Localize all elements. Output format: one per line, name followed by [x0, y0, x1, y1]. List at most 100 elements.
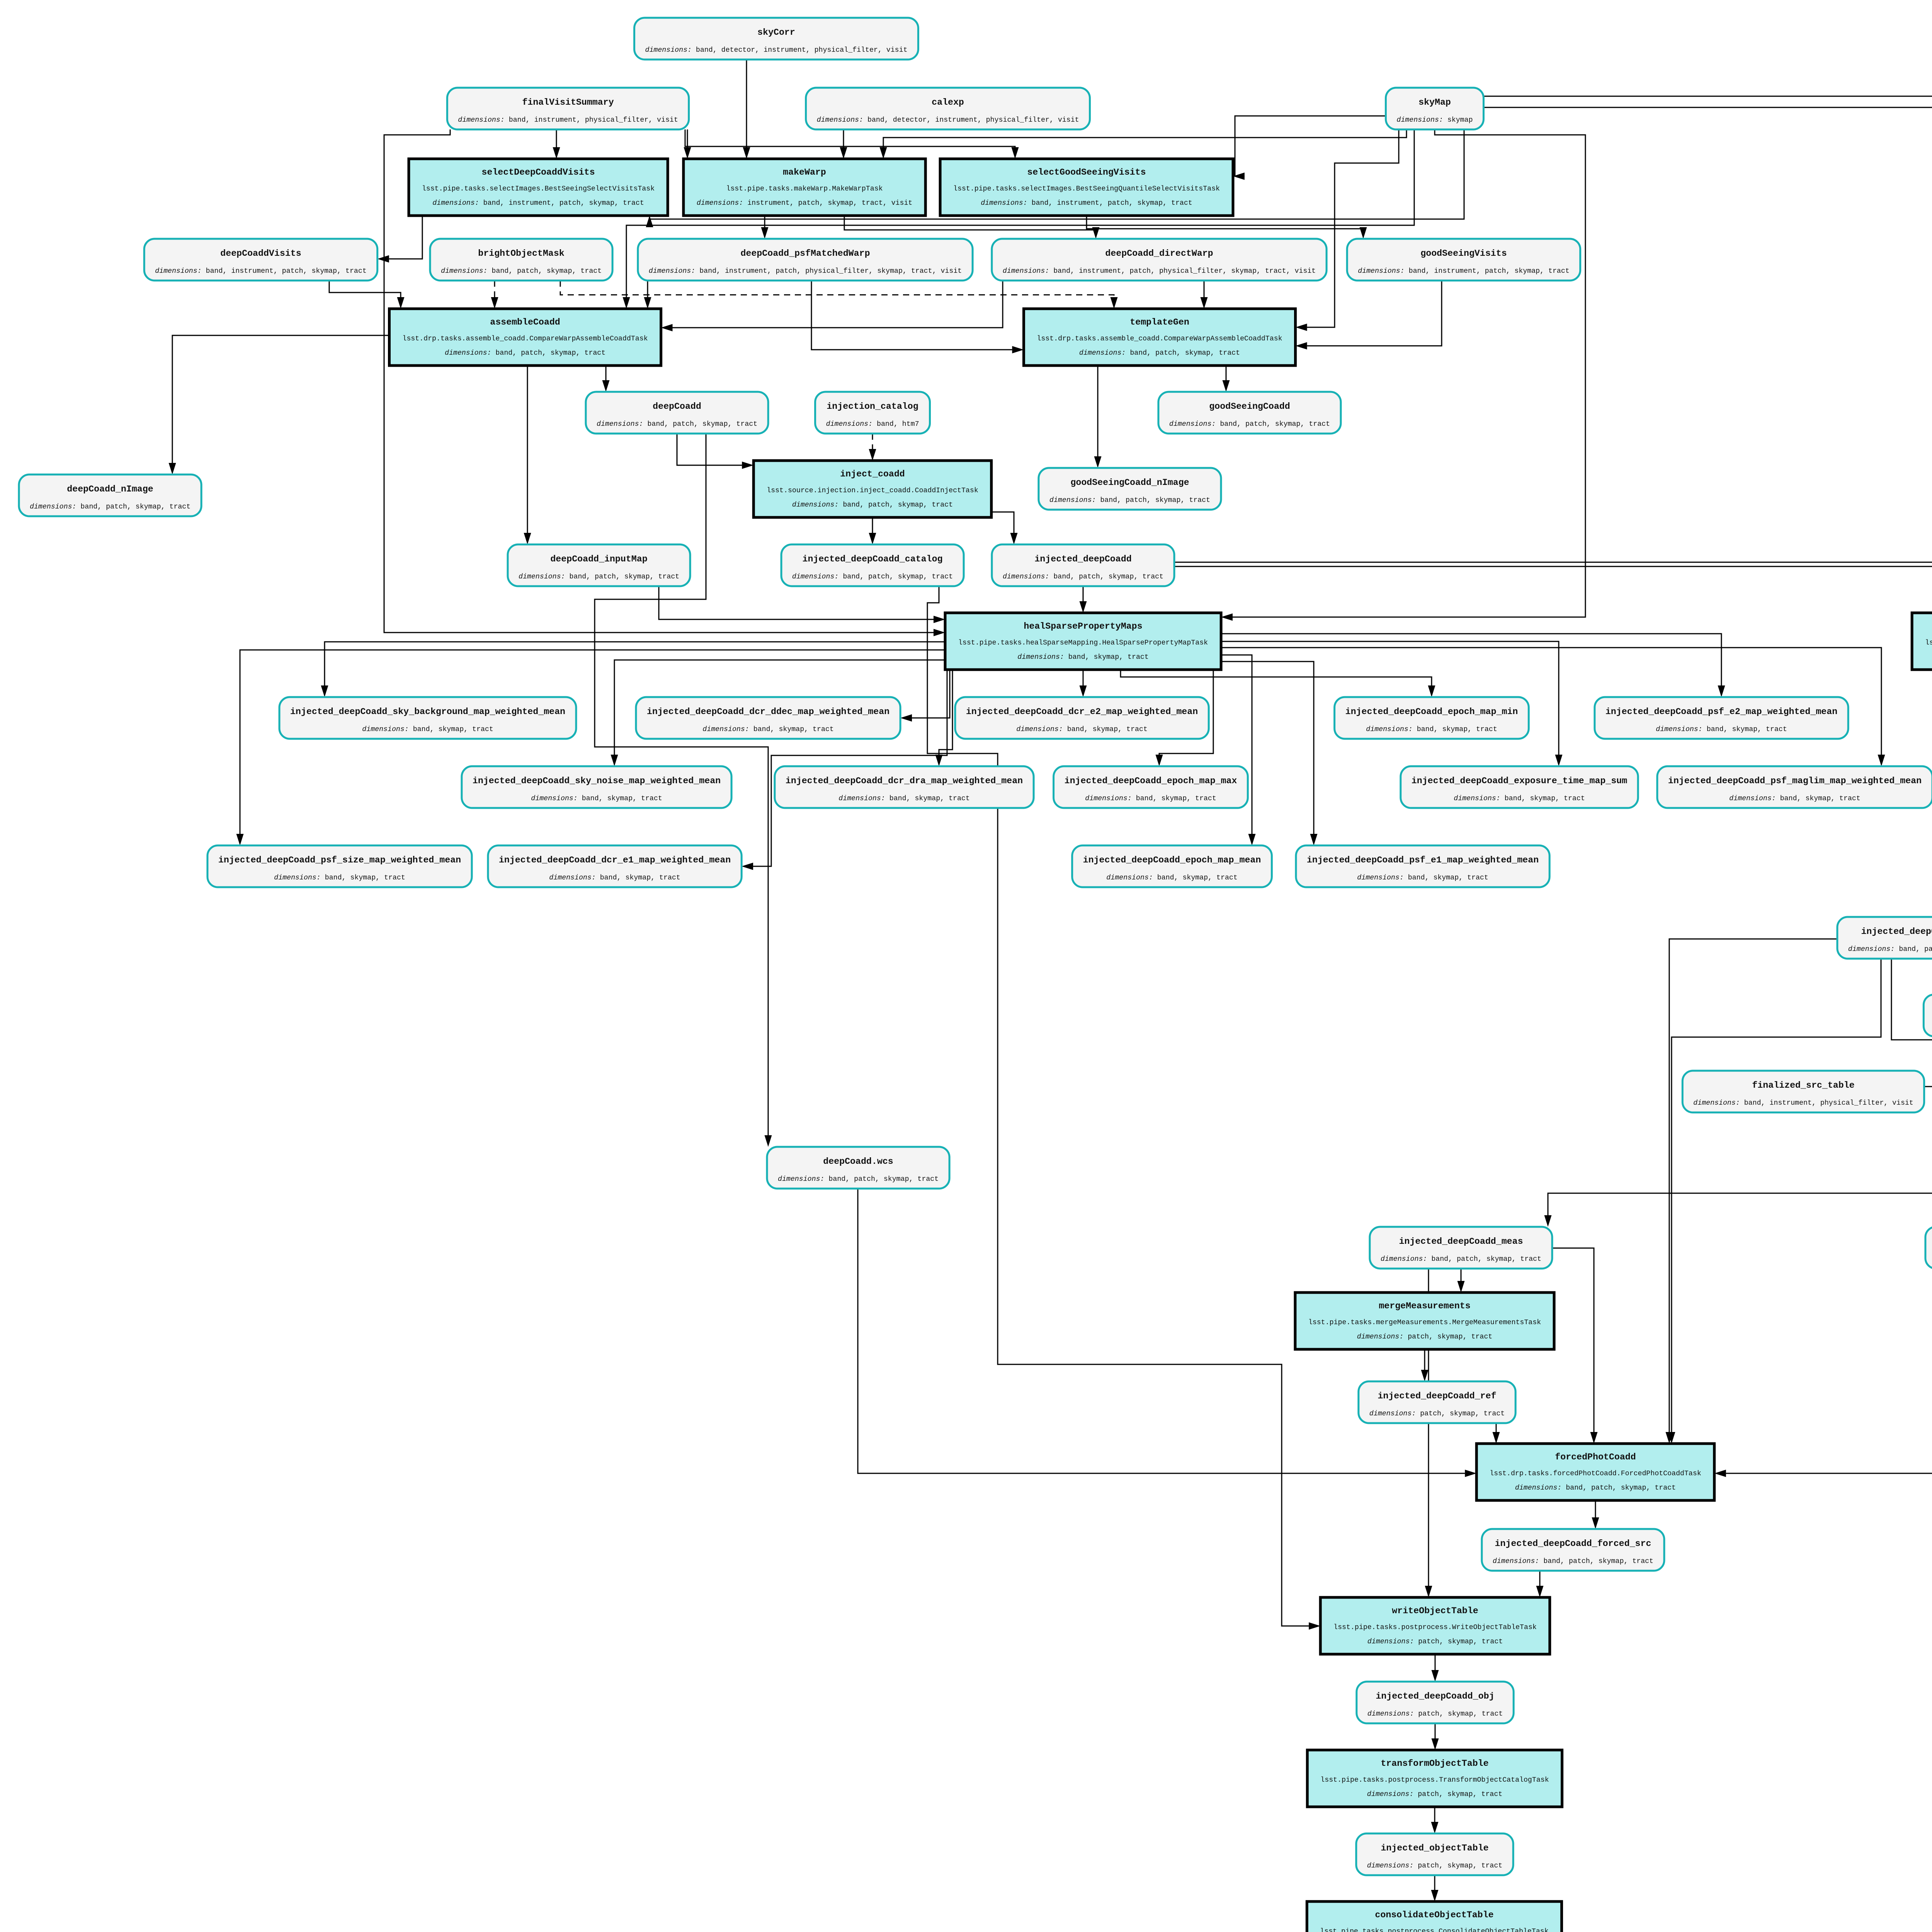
svg-text:lsst.pipe.tasks.healSparseMapp: lsst.pipe.tasks.healSparseMapping.HealSp… [958, 639, 1208, 647]
svg-text:deepCoadd_nImage: deepCoadd_nImage [67, 484, 153, 494]
svg-text:finalVisitSummary: finalVisitSummary [522, 97, 614, 107]
svg-text:assembleCoadd: assembleCoadd [490, 317, 560, 327]
svg-text:lsst.pipe.tasks.mergeMeasureme: lsst.pipe.tasks.mergeMeasurements.MergeM… [1308, 1319, 1541, 1327]
svg-text:lsst.pipe.tasks.postprocess.Co: lsst.pipe.tasks.postprocess.ConsolidateO… [1320, 1928, 1548, 1932]
svg-text:injected_deepCoadd_calexp: injected_deepCoadd_calexp [1861, 927, 1932, 937]
svg-text:consolidateObjectTable: consolidateObjectTable [1375, 1910, 1493, 1920]
svg-text:dimensions: band, skymap, trac: dimensions: band, skymap, tract [531, 795, 662, 803]
svg-text:injected_deepCoadd_dcr_e1_map_: injected_deepCoadd_dcr_e1_map_weighted_m… [499, 855, 731, 865]
svg-text:injected_deepCoadd_psf_e1_map_: injected_deepCoadd_psf_e1_map_weighted_m… [1307, 855, 1539, 865]
svg-text:lsst.pipe.tasks.multiBand.Dete: lsst.pipe.tasks.multiBand.DetectCoaddSou… [1925, 639, 1932, 647]
svg-text:injected_deepCoadd_meas: injected_deepCoadd_meas [1399, 1236, 1523, 1247]
svg-text:dimensions: band, patch, skyma: dimensions: band, patch, skymap, tract [30, 503, 190, 511]
svg-text:dimensions: patch, skymap, tra: dimensions: patch, skymap, tract [1369, 1410, 1505, 1418]
svg-text:injected_deepCoadd_dcr_e2_map_: injected_deepCoadd_dcr_e2_map_weighted_m… [966, 707, 1198, 717]
svg-text:dimensions: band, patch, skyma: dimensions: band, patch, skymap, tract [441, 267, 602, 275]
svg-text:dimensions: band, patch, skyma: dimensions: band, patch, skymap, tract [1049, 497, 1210, 504]
svg-text:inject_coadd: inject_coadd [840, 469, 905, 479]
svg-text:dimensions: patch, skymap, tra: dimensions: patch, skymap, tract [1367, 1862, 1502, 1870]
svg-text:selectDeepCoaddVisits: selectDeepCoaddVisits [481, 167, 595, 177]
svg-text:goodSeeingCoadd_nImage: goodSeeingCoadd_nImage [1070, 478, 1189, 488]
svg-text:dimensions: band, patch, skyma: dimensions: band, patch, skymap, tract [1003, 573, 1163, 581]
svg-text:dimensions: band, skymap, trac: dimensions: band, skymap, tract [1085, 795, 1216, 803]
svg-text:lsst.pipe.tasks.makeWarp.MakeW: lsst.pipe.tasks.makeWarp.MakeWarpTask [726, 185, 883, 193]
svg-text:dimensions: band, patch, skyma: dimensions: band, patch, skymap, tract [1515, 1484, 1676, 1492]
svg-text:dimensions: band, skymap, trac: dimensions: band, skymap, tract [702, 726, 834, 733]
svg-text:dimensions: band, skymap, trac: dimensions: band, skymap, tract [1454, 795, 1585, 803]
svg-text:dimensions: band, patch, skyma: dimensions: band, patch, skymap, tract [1381, 1255, 1541, 1263]
svg-text:finalized_src_table: finalized_src_table [1752, 1080, 1854, 1090]
svg-text:dimensions: band, patch, skyma: dimensions: band, patch, skymap, tract [1169, 420, 1330, 428]
svg-text:healSparsePropertyMaps: healSparsePropertyMaps [1024, 621, 1142, 631]
svg-text:skyCorr: skyCorr [757, 27, 795, 37]
svg-text:lsst.source.injection.inject_c: lsst.source.injection.inject_coadd.Coadd… [767, 487, 978, 495]
svg-text:lsst.drp.tasks.forcedPhotCoadd: lsst.drp.tasks.forcedPhotCoadd.ForcedPho… [1490, 1470, 1701, 1478]
svg-text:deepCoaddVisits: deepCoaddVisits [220, 248, 301, 259]
svg-text:lsst.drp.tasks.assemble_coadd.: lsst.drp.tasks.assemble_coadd.CompareWar… [1037, 335, 1282, 343]
svg-text:goodSeeingVisits: goodSeeingVisits [1420, 248, 1507, 259]
svg-text:lsst.pipe.tasks.selectImages.B: lsst.pipe.tasks.selectImages.BestSeeingQ… [953, 185, 1220, 193]
svg-text:goodSeeingCoadd: goodSeeingCoadd [1209, 401, 1290, 412]
svg-text:dimensions: band, detector, in: dimensions: band, detector, instrument, … [817, 116, 1079, 124]
svg-text:dimensions: band, patch, skyma: dimensions: band, patch, skymap, tract [597, 420, 757, 428]
svg-text:dimensions: band, skymap, trac: dimensions: band, skymap, tract [1017, 653, 1149, 661]
svg-text:deepCoadd_directWarp: deepCoadd_directWarp [1105, 248, 1213, 259]
svg-text:dimensions: band, htm7: dimensions: band, htm7 [826, 420, 919, 428]
svg-text:injected_deepCoadd_epoch_map_m: injected_deepCoadd_epoch_map_max [1065, 776, 1237, 786]
svg-text:dimensions: patch, skymap, tra: dimensions: patch, skymap, tract [1367, 1710, 1503, 1718]
svg-text:injected_deepCoadd_forced_src: injected_deepCoadd_forced_src [1495, 1539, 1651, 1549]
svg-text:injected_deepCoadd_epoch_map_m: injected_deepCoadd_epoch_map_min [1345, 707, 1518, 717]
svg-text:writeObjectTable: writeObjectTable [1392, 1606, 1478, 1616]
svg-text:dimensions: patch, skymap, tra: dimensions: patch, skymap, tract [1357, 1333, 1492, 1341]
svg-text:injected_objectTable: injected_objectTable [1381, 1843, 1488, 1853]
svg-text:injected_deepCoadd_dcr_ddec_ma: injected_deepCoadd_dcr_ddec_map_weighted… [647, 707, 889, 717]
svg-text:dimensions: band, instrument,: dimensions: band, instrument, physical_f… [1693, 1099, 1913, 1107]
svg-text:dimensions: band, skymap, trac: dimensions: band, skymap, tract [274, 874, 405, 882]
svg-text:dimensions: band, instrument,: dimensions: band, instrument, patch, sky… [155, 267, 367, 275]
svg-text:calexp: calexp [932, 97, 964, 107]
svg-text:dimensions: band, instrument,: dimensions: band, instrument, patch, sky… [1358, 267, 1570, 275]
svg-text:selectGoodSeeingVisits: selectGoodSeeingVisits [1027, 167, 1146, 177]
svg-text:lsst.pipe.tasks.selectImages.B: lsst.pipe.tasks.selectImages.BestSeeingS… [422, 185, 655, 193]
svg-text:dimensions: band, instrument,: dimensions: band, instrument, patch, sky… [981, 199, 1192, 207]
svg-text:lsst.pipe.tasks.postprocess.Tr: lsst.pipe.tasks.postprocess.TransformObj… [1320, 1776, 1549, 1784]
svg-text:dimensions: band, instrument,: dimensions: band, instrument, patch, phy… [1003, 267, 1316, 275]
svg-text:deepCoadd_psfMatchedWarp: deepCoadd_psfMatchedWarp [740, 248, 870, 259]
svg-text:dimensions: skymap: dimensions: skymap [1396, 116, 1473, 124]
svg-text:deepCoadd: deepCoadd [653, 401, 701, 412]
svg-text:lsst.drp.tasks.assemble_coadd.: lsst.drp.tasks.assemble_coadd.CompareWar… [402, 335, 648, 343]
svg-text:dimensions: patch, skymap, tra: dimensions: patch, skymap, tract [1367, 1791, 1502, 1798]
svg-text:injected_deepCoadd_sky_noise_m: injected_deepCoadd_sky_noise_map_weighte… [473, 776, 721, 786]
svg-text:dimensions: band, skymap, trac: dimensions: band, skymap, tract [1729, 795, 1861, 803]
svg-text:dimensions: patch, skymap, tra: dimensions: patch, skymap, tract [1367, 1638, 1503, 1646]
svg-text:dimensions: band, detector, in: dimensions: band, detector, instrument, … [645, 46, 908, 54]
svg-text:dimensions: band, skymap, trac: dimensions: band, skymap, tract [1656, 726, 1787, 733]
svg-text:dimensions: band, instrument,: dimensions: band, instrument, patch, phy… [649, 267, 962, 275]
svg-text:dimensions: band, skymap, trac: dimensions: band, skymap, tract [1366, 726, 1497, 733]
svg-text:dimensions: band, patch, skyma: dimensions: band, patch, skymap, tract [1848, 946, 1932, 953]
svg-text:injected_deepCoadd_ref: injected_deepCoadd_ref [1378, 1391, 1496, 1401]
svg-text:injected_deepCoadd_catalog: injected_deepCoadd_catalog [802, 554, 942, 564]
svg-text:brightObjectMask: brightObjectMask [478, 248, 564, 259]
svg-text:dimensions: band, patch, skyma: dimensions: band, patch, skymap, tract [1493, 1558, 1653, 1565]
svg-text:deepCoadd.wcs: deepCoadd.wcs [823, 1156, 893, 1167]
svg-text:deepCoadd_inputMap: deepCoadd_inputMap [550, 554, 647, 564]
svg-text:injected_deepCoadd_dcr_dra_map: injected_deepCoadd_dcr_dra_map_weighted_… [786, 776, 1023, 786]
svg-text:dimensions: band, patch, skyma: dimensions: band, patch, skymap, tract [1079, 349, 1240, 357]
svg-text:transformObjectTable: transformObjectTable [1381, 1759, 1488, 1769]
svg-text:injected_deepCoadd_sky_backgro: injected_deepCoadd_sky_background_map_we… [290, 707, 565, 717]
svg-text:injected_deepCoadd_epoch_map_m: injected_deepCoadd_epoch_map_mean [1083, 855, 1261, 865]
svg-text:dimensions: band, patch, skyma: dimensions: band, patch, skymap, tract [445, 349, 605, 357]
svg-text:injected_deepCoadd_exposure_ti: injected_deepCoadd_exposure_time_map_sum [1412, 776, 1628, 786]
svg-text:injected_deepCoadd: injected_deepCoadd [1034, 554, 1131, 564]
svg-text:makeWarp: makeWarp [783, 167, 826, 177]
svg-text:dimensions: band, patch, skyma: dimensions: band, patch, skymap, tract [519, 573, 679, 581]
svg-text:dimensions: band, patch, skyma: dimensions: band, patch, skymap, tract [792, 573, 953, 581]
svg-text:injected_deepCoadd_obj: injected_deepCoadd_obj [1376, 1691, 1494, 1701]
svg-text:mergeMeasurements: mergeMeasurements [1379, 1301, 1470, 1311]
svg-text:templateGen: templateGen [1130, 317, 1189, 327]
svg-text:dimensions: band, skymap, trac: dimensions: band, skymap, tract [362, 726, 493, 733]
svg-text:lsst.pipe.tasks.postprocess.Wr: lsst.pipe.tasks.postprocess.WriteObjectT… [1333, 1624, 1537, 1631]
svg-text:dimensions: band, skymap, trac: dimensions: band, skymap, tract [1357, 874, 1488, 882]
svg-text:dimensions: band, instrument,: dimensions: band, instrument, physical_f… [458, 116, 678, 124]
